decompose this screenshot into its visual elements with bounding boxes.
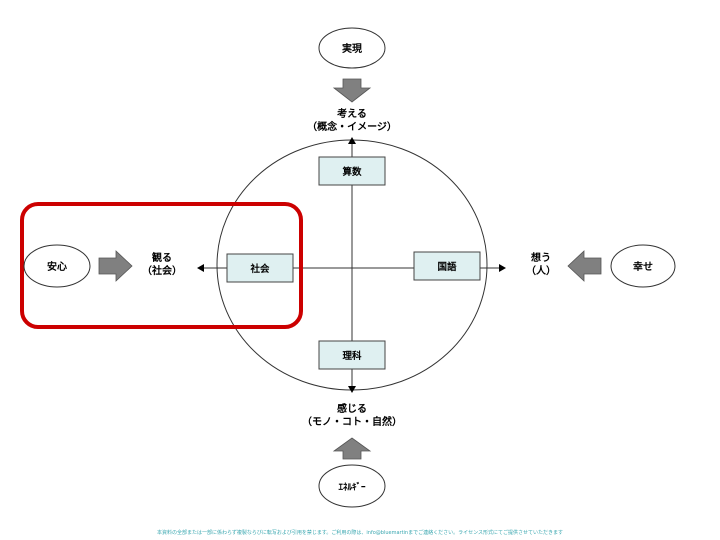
node-top-label: 実現 (342, 42, 362, 55)
node-bottom: ｴﾈﾙｷﾞｰ (318, 464, 386, 508)
node-left-label: 安心 (47, 260, 67, 273)
subject-label-japanese: 国語 (437, 261, 457, 273)
block-arrow-down-icon (332, 78, 372, 103)
node-left: 安心 (23, 244, 91, 288)
subject-box-japanese: 国語 (413, 251, 481, 281)
copyright-footer: 本資料の全部または一部に係わらず複製ならびに転写および引用を禁じます。ご利用の際… (156, 530, 563, 536)
direction-bottom-line2: （モノ・コト・自然） (302, 415, 402, 428)
subject-box-social: 社会 (226, 253, 294, 283)
direction-top-line2: （概念・イメージ） (307, 120, 397, 133)
node-top: 実現 (318, 27, 386, 69)
direction-left-line1: 観る (152, 251, 172, 264)
subject-box-math: 算数 (318, 156, 386, 186)
direction-top-line1: 考える (337, 107, 367, 120)
block-arrow-up-icon (332, 437, 372, 460)
direction-right-line2: （人） (526, 264, 556, 277)
block-arrow-right-icon (98, 250, 133, 282)
direction-right-line1: 想う (530, 251, 551, 264)
direction-bottom-line1: 感じる (337, 402, 367, 415)
subject-box-science: 理科 (318, 340, 386, 370)
highlight-frame (20, 202, 303, 329)
direction-left-line2: （社会） (142, 264, 182, 277)
subject-label-social: 社会 (249, 263, 270, 275)
node-bottom-label: ｴﾈﾙｷﾞｰ (338, 481, 366, 493)
node-right-label: 幸せ (633, 260, 653, 273)
node-right: 幸せ (610, 244, 676, 288)
subject-label-math: 算数 (342, 166, 362, 178)
subject-label-science: 理科 (342, 350, 362, 362)
block-arrow-left-icon (567, 250, 602, 282)
